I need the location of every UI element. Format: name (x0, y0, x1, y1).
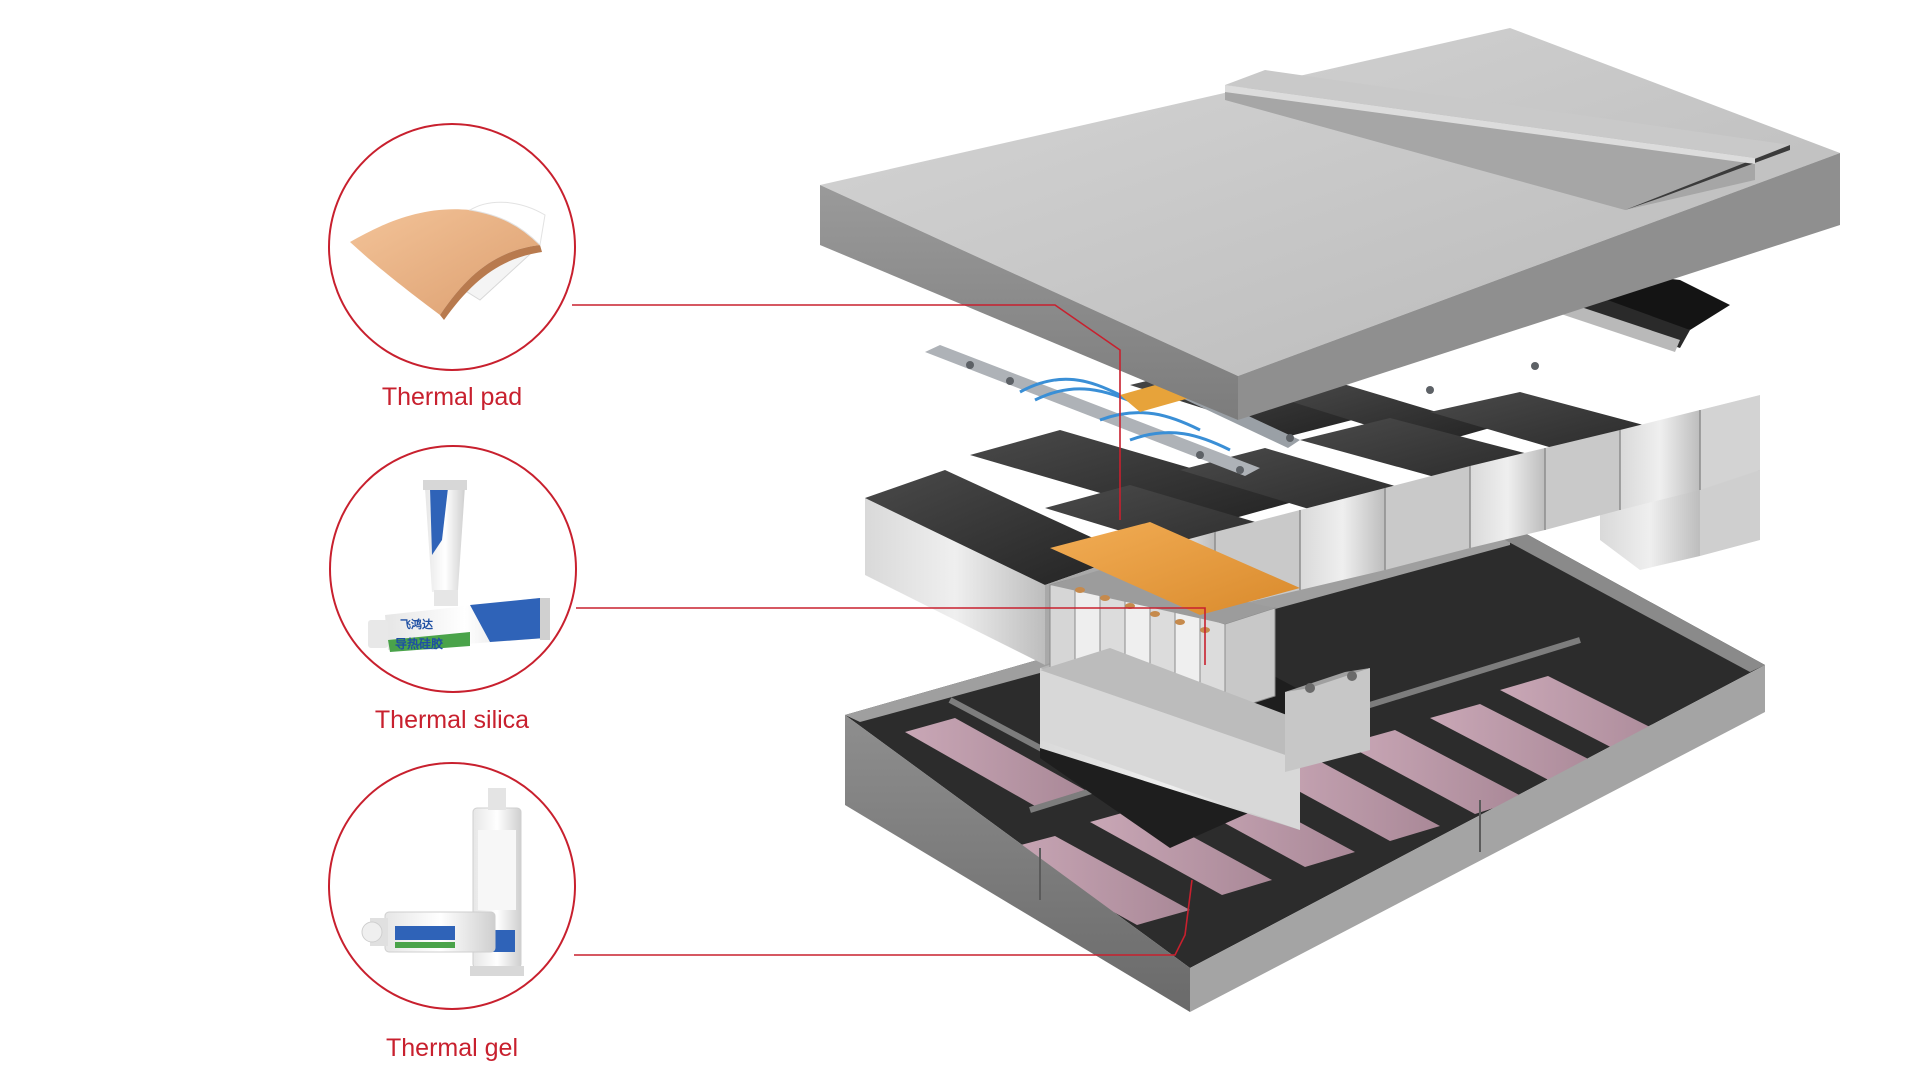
thermal-silica-sheet (1050, 522, 1300, 615)
callout-line-silica (576, 607, 1206, 665)
thermal-pad-label: Thermal pad (381, 383, 523, 411)
tube-brand-text: 飞鸿达 (400, 617, 433, 631)
thermal-gel-label: Thermal gel (386, 1034, 518, 1062)
thermal-pad-circle (328, 123, 576, 371)
thermal-pad-icon (350, 201, 546, 320)
thermal-silica-label: Thermal silica (374, 706, 530, 734)
battery-lid (820, 28, 1840, 420)
exploded-module (1040, 522, 1370, 848)
callout-lines (572, 304, 1206, 956)
silicone-tube-icon: 飞鸿达 导热硅胶 (368, 480, 550, 652)
gel-cartridge-icon (361, 788, 524, 976)
callout-line-gel (574, 879, 1193, 956)
thermal-silica-circle: 飞鸿达 导热硅胶 (329, 445, 577, 693)
callout-line-pad (572, 304, 1121, 520)
tube-product-text: 导热硅胶 (395, 636, 443, 651)
thermal-gel-circle (328, 762, 576, 1010)
